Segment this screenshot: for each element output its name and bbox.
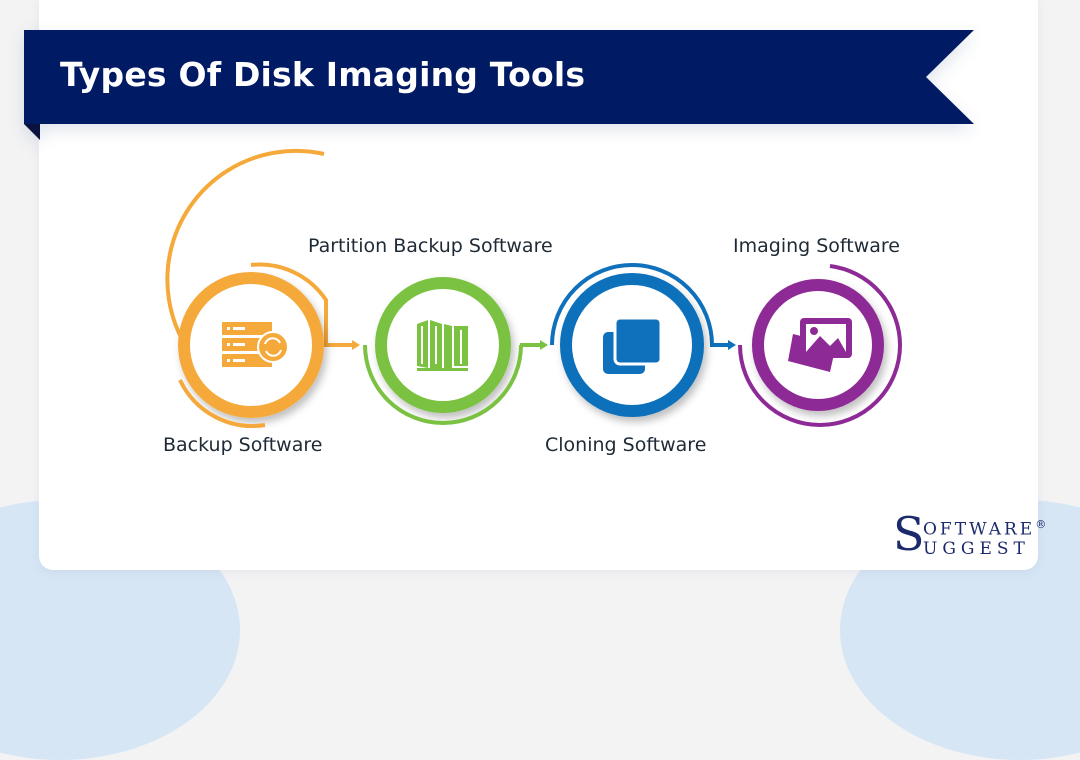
step-label-partition: Partition Backup Software — [308, 235, 553, 257]
step-imaging-software — [738, 264, 903, 427]
copy-clone-icon — [603, 316, 663, 374]
softwaresuggest-logo: S oftware® uggest — [893, 509, 1046, 565]
image-stack-icon — [788, 318, 852, 372]
title-banner: Types Of Disk Imaging Tools — [24, 30, 974, 140]
logo-line2: uggest — [923, 539, 1030, 559]
step-cloning-software — [550, 263, 736, 417]
page-title: Types Of Disk Imaging Tools — [60, 55, 586, 94]
logo-initial: S — [893, 507, 925, 561]
server-sync-icon — [222, 322, 289, 367]
step-label-imaging: Imaging Software — [733, 235, 900, 257]
step-backup-software — [165, 148, 360, 428]
ribbon-shape — [24, 30, 974, 140]
folding-screen-partition-icon — [417, 320, 468, 371]
logo-line1: oftware® — [923, 518, 1047, 540]
step-label-backup: Backup Software — [163, 434, 323, 456]
process-diagram — [165, 148, 903, 428]
step-label-cloning: Cloning Software — [545, 434, 707, 456]
step-partition-backup-software — [363, 277, 548, 425]
